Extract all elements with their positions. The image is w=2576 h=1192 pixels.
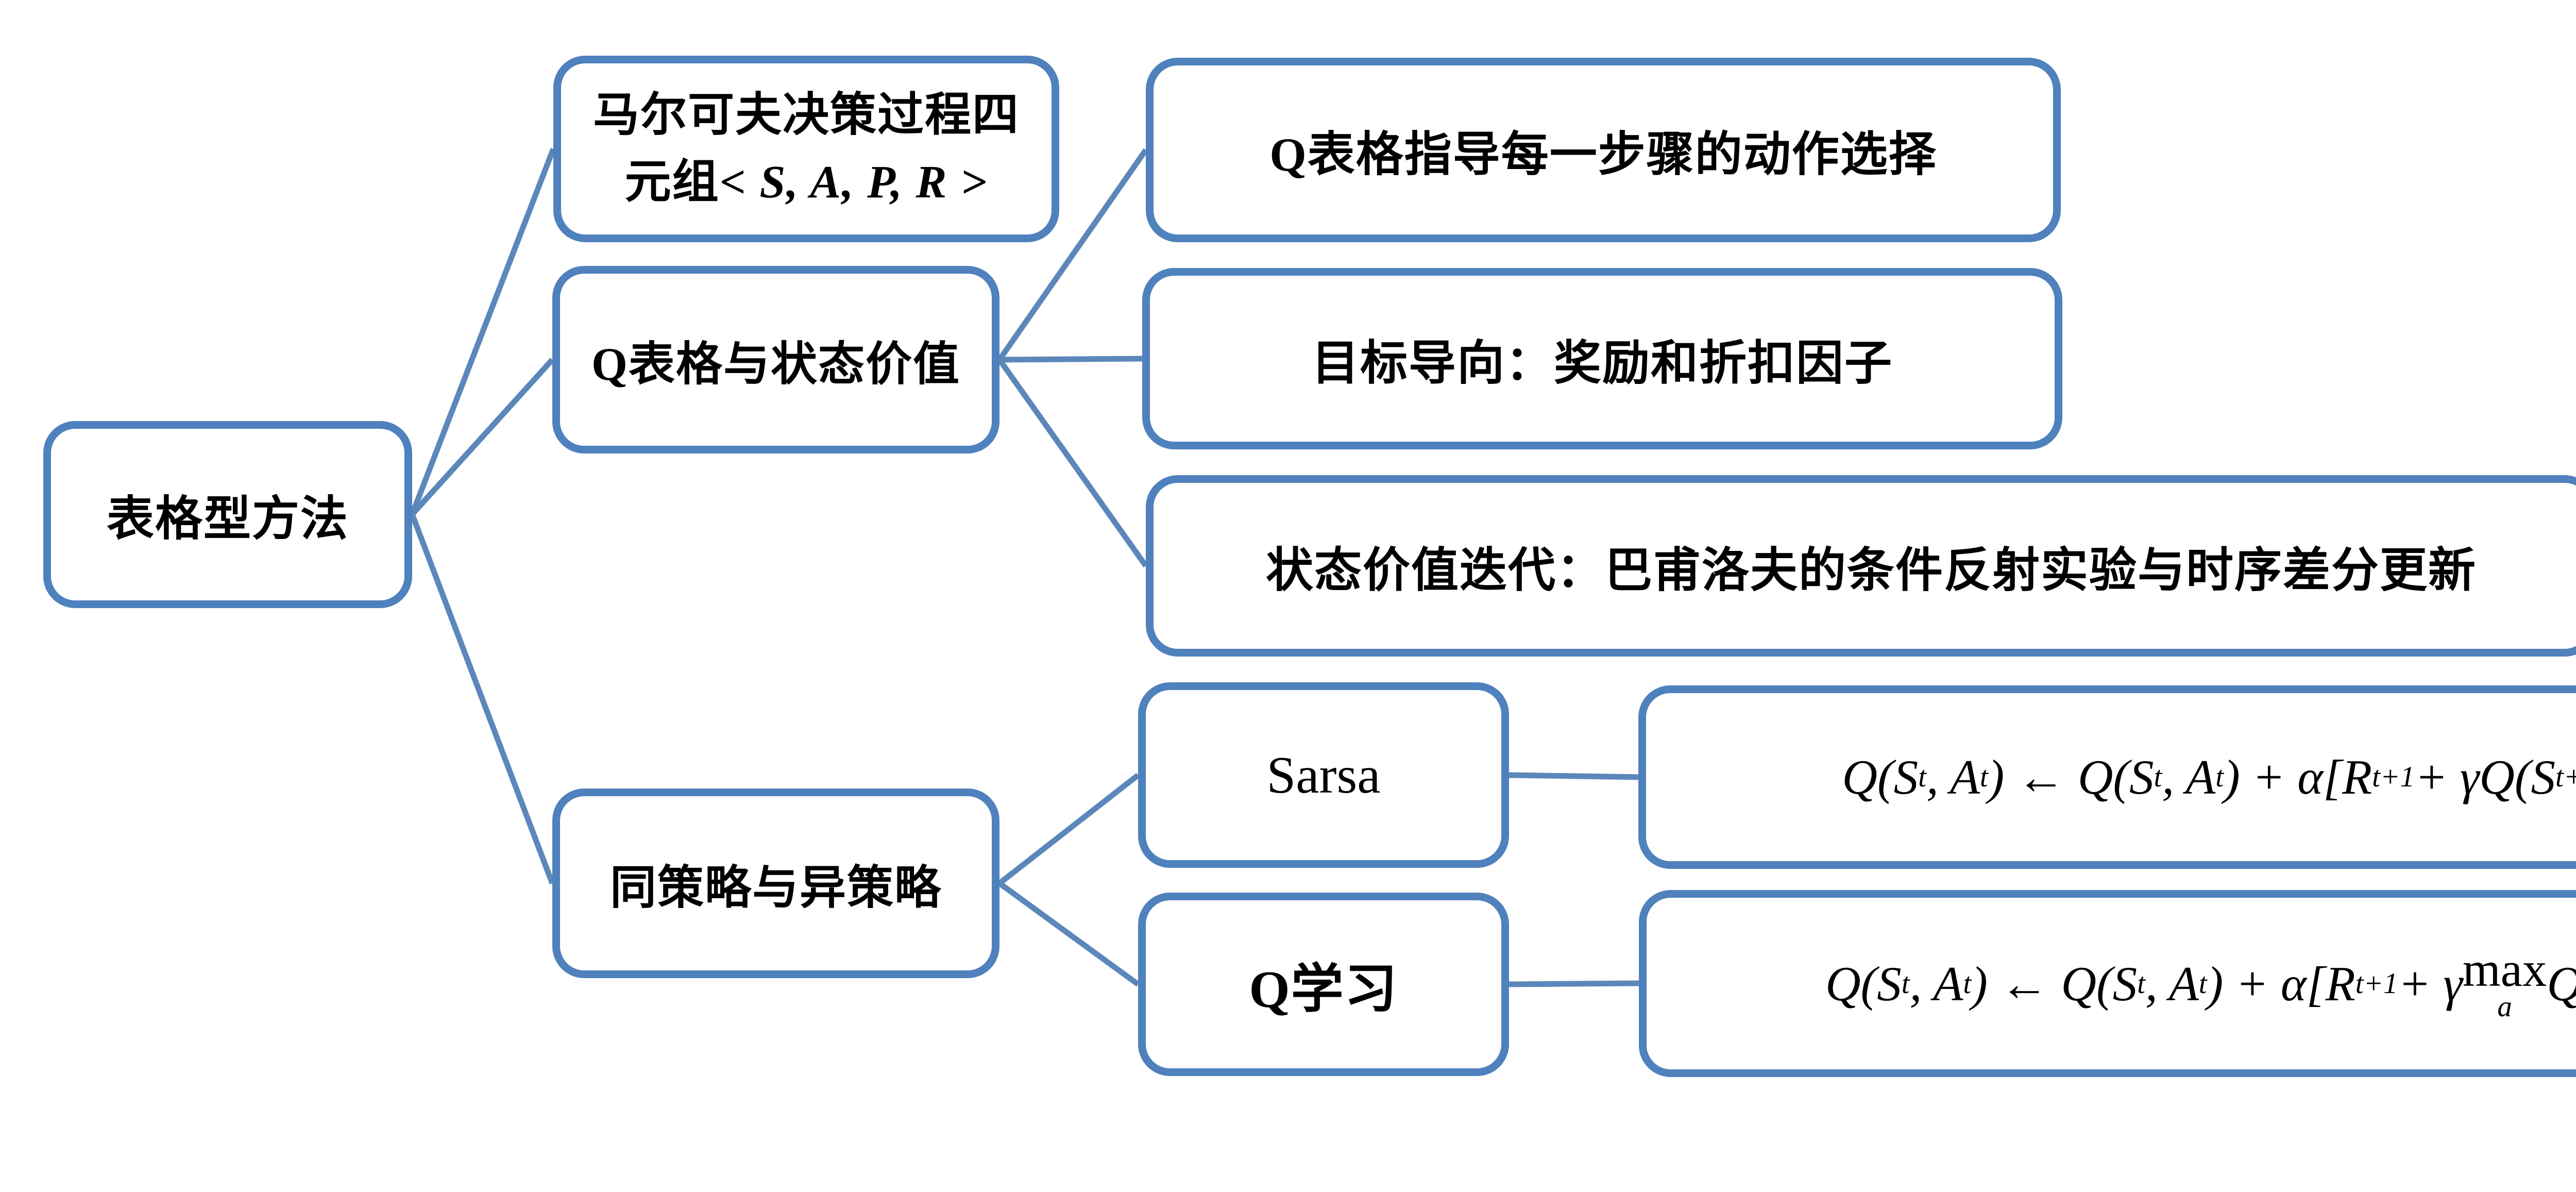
node-qtable-state-value: Q表格与状态价值 — [552, 266, 999, 454]
node-sarsa-formula: Q(St, At) ← Q(St, At) + α[Rt+1 + γQ(St+1… — [1638, 685, 2576, 869]
node-root: 表格型方法 — [43, 421, 412, 608]
mdp-line1: 马尔可夫决策过程四 — [593, 89, 1020, 141]
connector-root-policy — [409, 513, 555, 884]
root-label: 表格型方法 — [106, 493, 349, 545]
sarsa-label: Sarsa — [1266, 746, 1381, 804]
node-sarsa: Sarsa — [1138, 682, 1509, 868]
node-value-iteration: 状态价值迭代：巴甫洛夫的条件反射实验与时序差分更新 — [1146, 475, 2576, 657]
qtable-label: Q表格与状态价值 — [591, 339, 960, 390]
connector-qtable-leaf3 — [997, 358, 1148, 568]
connector-root-mdp — [409, 148, 556, 515]
on-off-policy-label: 同策略与异策略 — [610, 863, 942, 914]
qlearning-label: Q学习 — [1249, 960, 1398, 1019]
mdp-line2-prefix: 元组 — [624, 157, 720, 208]
connector-qtable-leaf2 — [999, 356, 1143, 363]
connector-policy-qlearn — [997, 881, 1140, 987]
node-on-off-policy: 同策略与异策略 — [552, 788, 999, 978]
connector-sarsa-formula — [1509, 772, 1639, 780]
value-iteration-label: 状态价值迭代：巴甫洛夫的条件反射实验与时序差分更新 — [1265, 544, 2477, 597]
connector-policy-sarsa — [997, 773, 1140, 886]
goal-oriented-label: 目标导向：奖励和折扣因子 — [1311, 337, 1893, 390]
mdp-line2-math: < S, A, P, R > — [719, 157, 988, 208]
action-selection-label: Q表格指导每一步骤的动作选择 — [1269, 128, 1937, 181]
mdp-label: 马尔可夫决策过程四 元组< S, A, P, R > — [593, 82, 1020, 216]
connector-qlearn-formula — [1509, 980, 1639, 987]
connector-root-qtable — [410, 358, 555, 516]
node-action-selection: Q表格指导每一步骤的动作选择 — [1146, 58, 2061, 242]
node-goal-oriented: 目标导向：奖励和折扣因子 — [1142, 268, 2062, 449]
node-qlearning: Q学习 — [1138, 893, 1509, 1076]
connector-qtable-leaf1 — [997, 148, 1148, 362]
node-mdp-tuple: 马尔可夫决策过程四 元组< S, A, P, R > — [553, 56, 1059, 242]
